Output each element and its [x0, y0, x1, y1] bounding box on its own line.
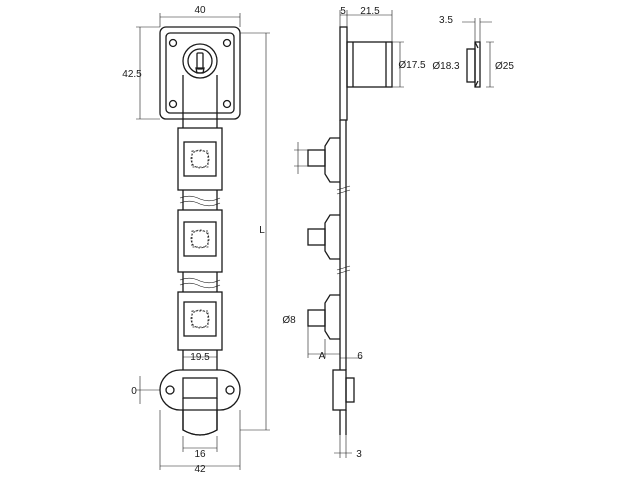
dim-side-cylinder-length: 21.5	[360, 6, 380, 17]
dim-pin-offset: 6	[357, 351, 363, 362]
dim-bottom-thickness: 3	[356, 449, 362, 460]
top-mounting-plate	[159, 26, 241, 120]
dim-bottom-inner-width: 16	[194, 449, 206, 460]
dim-pin-diameter: Ø8	[282, 315, 296, 326]
dim-side-cylinder-diameter: Ø17.5	[398, 60, 426, 71]
dim-bottom-outer-width: 42	[194, 464, 206, 475]
dim-cap-inner-diameter: Ø18.3	[432, 61, 460, 72]
dim-side-plate: 5	[340, 6, 346, 17]
lock-cylinder	[182, 43, 218, 79]
side-view: 5 21.5 Ø17.5 Ø8 A 6 3	[282, 6, 426, 460]
side-lock-cylinder	[346, 41, 393, 88]
side-guide-pin-3	[307, 294, 340, 340]
cap-detail: 3.5 Ø18.3 Ø25	[432, 15, 514, 88]
side-dimension-lines	[294, 10, 404, 458]
side-rod	[339, 120, 347, 370]
front-dimension-lines	[136, 13, 270, 470]
side-guide-pin-1	[307, 137, 340, 183]
dim-cap-outer-diameter: Ø25	[495, 61, 514, 72]
dim-cap-depth: 3.5	[439, 15, 453, 26]
dim-bottom-height: 0	[131, 386, 137, 397]
side-mounting-plate	[339, 26, 348, 121]
dim-rod-offset: 19.5	[190, 352, 210, 363]
side-guide-pin-2	[307, 214, 340, 260]
dim-pin-length: A	[319, 351, 326, 362]
dim-total-length: L	[259, 225, 265, 236]
guide-block-2	[177, 209, 223, 273]
bottom-keeper	[159, 369, 241, 436]
side-bottom-keeper	[332, 369, 355, 435]
front-view: 40 42.5 L 19.5 0 16 42	[122, 5, 270, 475]
dim-top-width: 40	[194, 5, 206, 16]
dim-top-height: 42.5	[122, 69, 142, 80]
guide-block-3	[177, 291, 223, 351]
guide-block-1	[177, 127, 223, 191]
